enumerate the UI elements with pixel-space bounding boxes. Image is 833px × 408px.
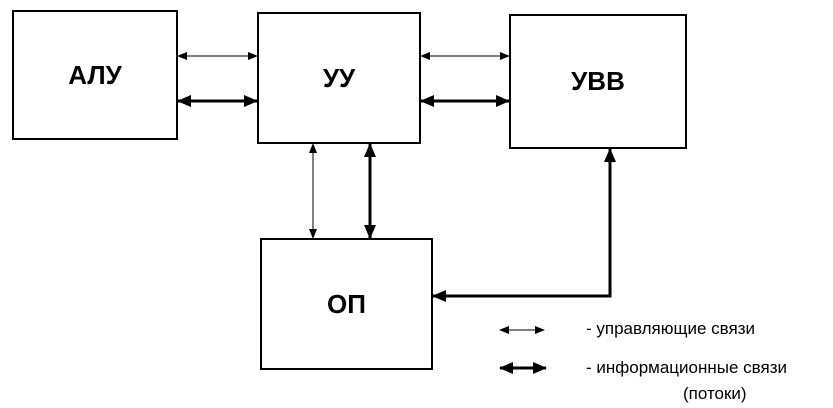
legend-info-subtext: (потоки) [683, 384, 747, 403]
legend-info-text: - информационные связи [586, 358, 788, 377]
legend-control-text: - управляющие связи [586, 319, 756, 338]
op-label: ОП [327, 288, 366, 319]
uvv-op-info-arrow [432, 148, 616, 302]
uvv-block: УВВ [509, 14, 687, 149]
uu-label: УУ [322, 62, 356, 93]
uu-block: УУ [257, 12, 421, 144]
op-block: ОП [260, 238, 433, 370]
alu-block: АЛУ [12, 10, 178, 140]
alu-label: АЛУ [68, 59, 122, 90]
uvv-label: УВВ [571, 66, 625, 96]
